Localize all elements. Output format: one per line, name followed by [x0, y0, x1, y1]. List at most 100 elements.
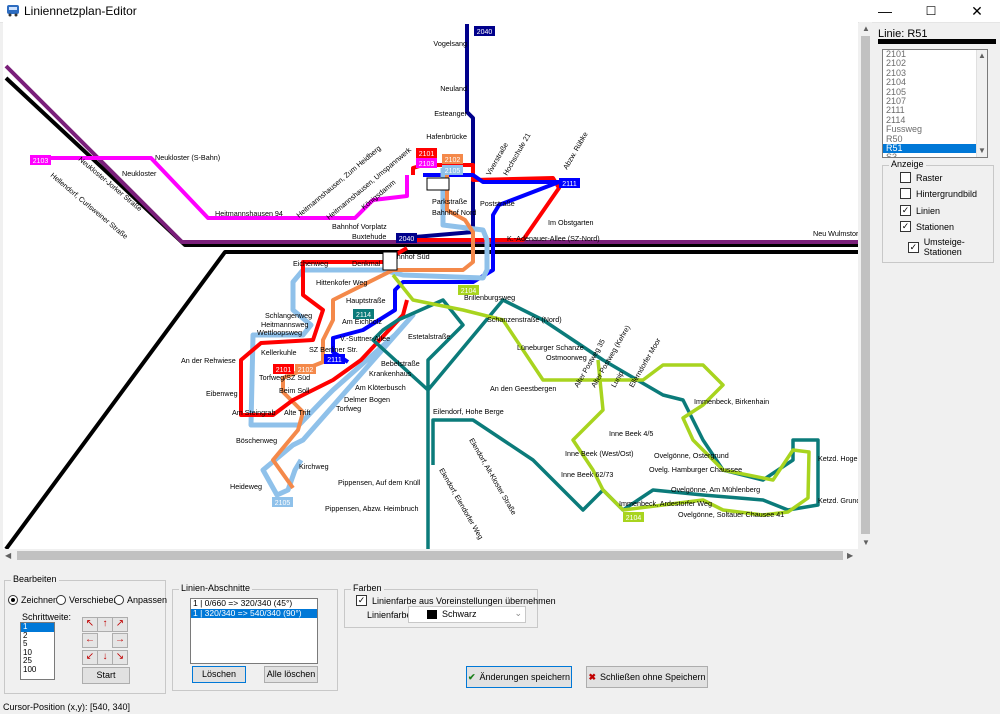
station-label[interactable]: Bebelstraße: [381, 359, 420, 368]
station-label-rotated[interactable]: Abzw. Rübke: [561, 130, 590, 171]
station-label[interactable]: Bahnhof Vorplatz: [332, 222, 387, 231]
arrow-up-left-button[interactable]: ↖: [82, 617, 98, 632]
line-list-item[interactable]: 2104: [886, 77, 907, 88]
station-label[interactable]: SZ Berliner Str.: [309, 345, 358, 354]
station-label[interactable]: An der Rehwiese: [181, 356, 236, 365]
station-label[interactable]: An den Geestbergen: [490, 384, 556, 393]
station-label-rotated[interactable]: Hochschule 21: [501, 131, 533, 177]
line-list-item[interactable]: S3: [886, 152, 898, 158]
checkbox-checked-icon[interactable]: ✓: [356, 595, 367, 606]
checkbox-checked-icon[interactable]: ✓: [908, 241, 919, 253]
check-stations[interactable]: ✓Stationen: [900, 221, 954, 232]
station-label[interactable]: V.-Suttner-Allee: [340, 334, 390, 343]
station-label[interactable]: Eichenweg: [293, 259, 328, 268]
scroll-up-icon[interactable]: ▲: [978, 51, 986, 60]
checkbox-icon[interactable]: [900, 188, 911, 199]
maximize-button[interactable]: ☐: [925, 4, 937, 18]
step-list-item[interactable]: 100: [23, 664, 37, 674]
scroll-up-icon[interactable]: ▲: [862, 24, 870, 33]
station-label[interactable]: Eilendorf, Hohe Berge: [433, 407, 504, 416]
station-label[interactable]: Heideweg: [230, 482, 262, 491]
station-label[interactable]: Hauptstraße: [346, 296, 386, 305]
station-label[interactable]: Torfweg/SZ Süd: [259, 373, 310, 382]
station-label[interactable]: Inne Beek 62/73: [561, 470, 613, 479]
station-label[interactable]: Immenbeck, Ardestorfer Weg: [619, 499, 712, 508]
station-label[interactable]: Hittenkofer Weg: [316, 278, 367, 287]
scroll-left-icon[interactable]: ◀: [5, 551, 12, 560]
arrow-up-right-button[interactable]: ↗: [112, 617, 128, 632]
delete-all-button[interactable]: Alle löschen: [264, 666, 318, 683]
station-label[interactable]: Lüneburger Schanze: [517, 343, 584, 352]
horizontal-scrollbar[interactable]: ◀ ▶: [3, 549, 859, 562]
line-list-item[interactable]: 2105: [886, 86, 907, 97]
arrow-down-left-button[interactable]: ↙: [82, 650, 98, 665]
station-label[interactable]: Ovelgönne, Soltauer Chausee 41: [678, 510, 784, 519]
station-label[interactable]: Vogelsang: [433, 39, 467, 48]
station-label[interactable]: Im Obstgarten: [548, 218, 594, 227]
arrow-left-button[interactable]: ←: [82, 633, 98, 648]
line-list-item[interactable]: R50: [886, 133, 903, 144]
check-raster[interactable]: Raster: [900, 172, 943, 183]
station-label[interactable]: Ketzd. Hogen: [818, 454, 858, 463]
station-label[interactable]: Am Eichholz: [342, 317, 382, 326]
station-label[interactable]: Pippensen, Auf dem Knüll: [338, 478, 421, 487]
station-label[interactable]: Poststraße: [480, 199, 515, 208]
station-label[interactable]: Böschenweg: [236, 436, 277, 445]
station-label[interactable]: Immenbeck, Birkenhain: [694, 397, 769, 406]
delete-button[interactable]: Löschen: [192, 666, 246, 683]
network-map[interactable]: VogelsangNeulandEsteangerHafenbrückeNeuk…: [3, 22, 858, 549]
radio-selected-icon[interactable]: [8, 595, 18, 605]
mode-draw-radio[interactable]: Zeichnen: [8, 595, 58, 605]
station-label[interactable]: Am Klöterbusch: [355, 383, 406, 392]
arrow-right-button[interactable]: →: [112, 633, 128, 648]
station-label[interactable]: Delmer Bogen: [344, 395, 390, 404]
station-label[interactable]: Inne Beek (West/Ost): [565, 449, 634, 458]
step-list-item[interactable]: 1: [21, 622, 54, 632]
horizontal-scroll-thumb[interactable]: [17, 551, 843, 560]
station-label[interactable]: K.-Adenauer-Allee (SZ-Nord): [507, 234, 600, 243]
save-changes-button[interactable]: ✔Änderungen speichern: [466, 666, 572, 688]
station-label[interactable]: Ovelg. Hamburger Chaussee: [649, 465, 742, 474]
station-label[interactable]: Schanzenstraße (Nord): [487, 315, 562, 324]
station-label[interactable]: Esteanger: [434, 109, 467, 118]
station-label[interactable]: Estetalstraße: [408, 332, 450, 341]
zob-station-box[interactable]: [426, 177, 450, 191]
segment-list-item[interactable]: 1 | 320/340 => 540/340 (90°): [191, 608, 317, 618]
mode-move-radio[interactable]: Verschieben: [56, 595, 119, 605]
station-label[interactable]: Ovelgönne, Am Mühlenberg: [671, 485, 760, 494]
station-label[interactable]: Beim Soll: [279, 386, 310, 395]
checkbox-icon[interactable]: [900, 172, 911, 183]
line-list-item[interactable]: 2101: [886, 49, 907, 59]
line-list-item[interactable]: R51: [883, 143, 987, 154]
station-label[interactable]: Brillenburgsweg: [464, 293, 515, 302]
close-button[interactable]: ✕: [971, 3, 983, 19]
station-label[interactable]: Parkstraße: [432, 197, 467, 206]
line-list-item[interactable]: Fussweg: [886, 124, 923, 135]
radio-icon[interactable]: [56, 595, 66, 605]
use-default-color-check[interactable]: ✓Linienfarbe aus Voreinstellungen überne…: [356, 595, 556, 606]
close-without-saving-button[interactable]: ✖Schließen ohne Speichern: [586, 666, 708, 688]
check-transfer-stations[interactable]: ✓Umsteige-Stationen: [908, 237, 1000, 257]
line-list-item[interactable]: 2114: [886, 114, 906, 125]
arrow-up-button[interactable]: ↑: [97, 617, 113, 632]
station-label[interactable]: Krankenhaus: [369, 369, 412, 378]
station-label[interactable]: Buxtehude: [352, 232, 386, 241]
station-label[interactable]: Torfweg: [336, 404, 361, 413]
checkbox-checked-icon[interactable]: ✓: [900, 205, 911, 216]
arrow-down-button[interactable]: ↓: [97, 650, 113, 665]
scroll-down-icon[interactable]: ▼: [978, 146, 986, 155]
station-label[interactable]: Schlangenweg: [265, 311, 312, 320]
station-label[interactable]: Kirchweg: [299, 462, 329, 471]
line-list-item[interactable]: 2111: [886, 105, 905, 116]
check-lines[interactable]: ✓Linien: [900, 205, 940, 216]
minimize-button[interactable]: —: [878, 3, 892, 19]
bahnhof-sued-station-box[interactable]: [382, 251, 398, 271]
station-label[interactable]: Ketzd. Grund: [818, 496, 858, 505]
station-label-rotated[interactable]: Ellerndorfer Moor: [627, 336, 663, 389]
chevron-down-icon[interactable]: ⌄: [514, 608, 522, 618]
station-label[interactable]: Ovelgönne, Ostergrund: [654, 451, 729, 460]
station-label[interactable]: Neuland: [440, 84, 467, 93]
station-label[interactable]: Inne Beek 4/5: [609, 429, 653, 438]
station-label[interactable]: Eibenweg: [206, 389, 238, 398]
